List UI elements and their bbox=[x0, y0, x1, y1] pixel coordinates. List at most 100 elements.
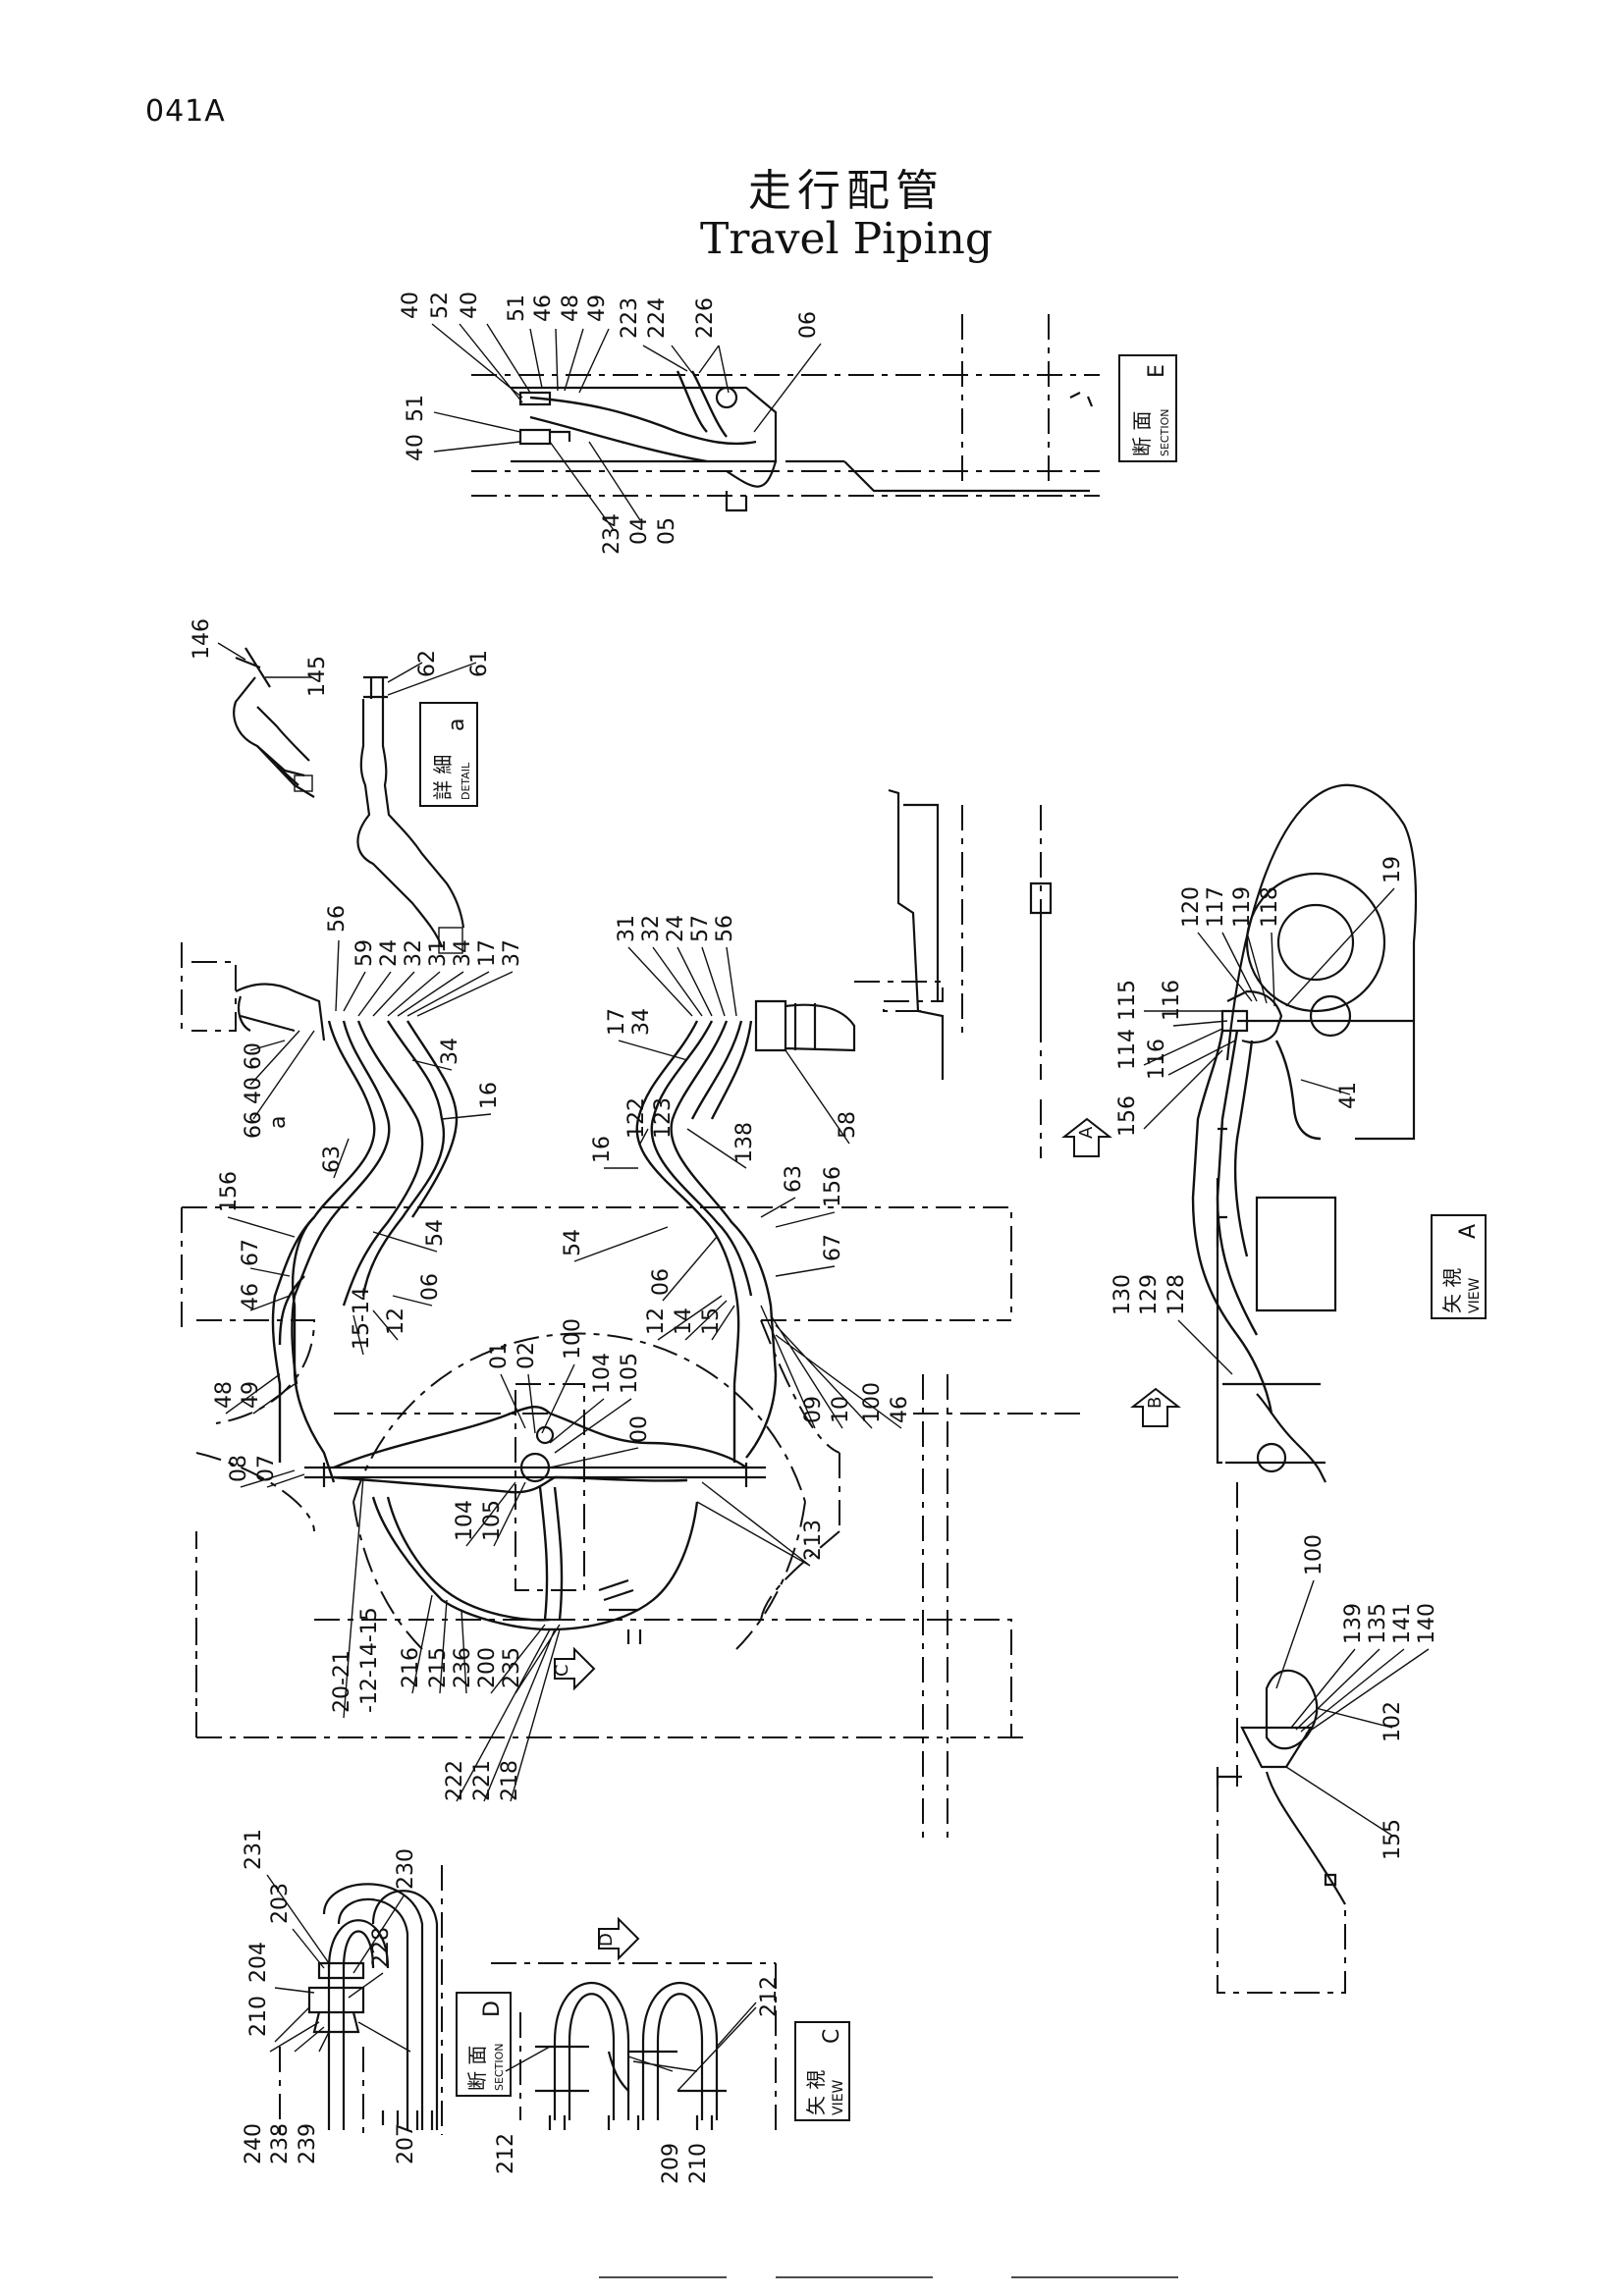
callout-label: 120 bbox=[1179, 886, 1204, 928]
detail-a-labels: 146 145 62 61 bbox=[189, 618, 492, 697]
callout-label: 51 bbox=[404, 395, 428, 422]
callout-label: 123 bbox=[651, 1097, 676, 1139]
callout-label: 56 bbox=[325, 905, 350, 933]
callout-label: 155 bbox=[1380, 1819, 1405, 1860]
callout-label: 20-21 bbox=[330, 1650, 354, 1713]
callout-label: 102 bbox=[1380, 1701, 1405, 1742]
callout-label: 16 bbox=[590, 1136, 615, 1163]
callout-label: 05 bbox=[655, 517, 679, 545]
callout-label: 17 bbox=[475, 939, 500, 967]
callout-label: 156 bbox=[821, 1166, 845, 1207]
callout-label: 08 bbox=[227, 1455, 251, 1482]
callout-label: 105 bbox=[480, 1500, 505, 1541]
callout-label: 46 bbox=[888, 1396, 912, 1423]
callout-label: 129 bbox=[1137, 1274, 1162, 1315]
view-tag-jp: 断 面 bbox=[465, 2046, 489, 2091]
callout-label: 40 bbox=[458, 292, 482, 319]
arrow-letter: D bbox=[596, 1933, 617, 1947]
callout-label: 54 bbox=[423, 1219, 448, 1247]
callout-label: 215 bbox=[426, 1647, 451, 1688]
callout-label: 238 bbox=[268, 2123, 293, 2164]
view-tag-en: VIEW bbox=[831, 2079, 846, 2115]
callout-label: 31 bbox=[426, 939, 451, 967]
callout-label: 118 bbox=[1258, 886, 1282, 928]
callout-label: 24 bbox=[377, 939, 402, 967]
callout-label: 54 bbox=[561, 1229, 585, 1256]
callout-label: 15 bbox=[699, 1308, 724, 1335]
view-arrow-b: B bbox=[1130, 1387, 1181, 1427]
callout-label: 145 bbox=[305, 656, 330, 697]
callout-label: 115 bbox=[1115, 980, 1140, 1021]
callout-label: 46 bbox=[239, 1283, 263, 1310]
callout-label: 203 bbox=[268, 1883, 293, 1924]
view-tag-jp: 詳 細 bbox=[431, 755, 455, 800]
view-c-labels: 212 212 209 210 bbox=[494, 1976, 782, 2184]
callout-label: 16 bbox=[477, 1082, 502, 1109]
view-tag-letter: A bbox=[1456, 1224, 1481, 1239]
callout-label: 116 bbox=[1160, 980, 1184, 1021]
callout-label: 140 bbox=[1415, 1603, 1439, 1644]
callout-label: 19 bbox=[1380, 856, 1405, 883]
callout-label: 213 bbox=[801, 1520, 826, 1561]
callout-label: 04 bbox=[627, 517, 652, 545]
callout-label: 138 bbox=[732, 1122, 757, 1163]
section-d-labels: 231 203 230 204 228 210 240 238 239 207 bbox=[242, 1829, 418, 2164]
callout-label: 07 bbox=[254, 1455, 279, 1482]
callout-label: 212 bbox=[757, 1976, 782, 2017]
callout-label: 221 bbox=[470, 1760, 495, 1801]
callout-label: 48 bbox=[559, 294, 583, 322]
detail-a-view bbox=[233, 647, 465, 954]
callout-label: 12 bbox=[384, 1308, 408, 1335]
callout-label: 218 bbox=[498, 1760, 522, 1801]
callout-label: 231 bbox=[242, 1829, 266, 1870]
callout-label: 226 bbox=[693, 297, 718, 339]
title-japanese: 走行配管 bbox=[748, 166, 945, 216]
callout-label: 34 bbox=[438, 1038, 462, 1065]
view-tag-jp: 矢 視 bbox=[1440, 1268, 1464, 1313]
callout-label: 207 bbox=[394, 2123, 418, 2164]
page-code: 041A bbox=[145, 94, 226, 129]
view-tag-letter: C bbox=[820, 2029, 844, 2044]
callout-label: 156 bbox=[217, 1171, 242, 1212]
callout-label: 100 bbox=[1302, 1534, 1326, 1575]
arrow-letter: B bbox=[1145, 1397, 1165, 1409]
view-arrow-d: D bbox=[596, 1916, 640, 1961]
callout-label: 02 bbox=[514, 1342, 539, 1369]
callout-label: 57 bbox=[688, 915, 713, 942]
arrow-letter: C bbox=[552, 1664, 572, 1677]
callout-label: 224 bbox=[645, 297, 670, 339]
callout-label: 119 bbox=[1230, 886, 1255, 928]
callout-label: 204 bbox=[246, 1942, 271, 1983]
section-e-tag: 断 面 SECTION E bbox=[1118, 354, 1177, 462]
section-e-view bbox=[471, 314, 1100, 512]
view-arrow-c: C bbox=[552, 1646, 596, 1691]
callout-label: -12-14-15 bbox=[357, 1607, 382, 1713]
callout-label: 209 bbox=[659, 2143, 683, 2184]
view-tag-en: VIEW bbox=[1467, 1277, 1483, 1313]
callout-label: 52 bbox=[428, 292, 453, 319]
callout-label: 67 bbox=[821, 1234, 845, 1261]
callout-label: 58 bbox=[836, 1111, 860, 1139]
view-a-tag: 矢 視 VIEW A bbox=[1431, 1214, 1487, 1319]
callout-label: 228 bbox=[369, 1927, 394, 1968]
section-d-view bbox=[279, 1865, 443, 2140]
callout-label: 24 bbox=[664, 915, 688, 942]
detail-a-tag: 詳 細 DETAIL a bbox=[419, 702, 478, 807]
callout-label: 130 bbox=[1110, 1274, 1135, 1315]
section-d-tag: 断 面 SECTION D bbox=[456, 1992, 512, 2097]
view-c-leaders bbox=[505, 2002, 757, 2092]
callout-label: 100 bbox=[860, 1382, 885, 1423]
callout-label: 34 bbox=[451, 939, 475, 967]
callout-label: 56 bbox=[713, 915, 737, 942]
callout-label: 210 bbox=[246, 1996, 271, 2037]
view-c-tag: 矢 視 VIEW C bbox=[794, 2021, 850, 2121]
callout-label: 37 bbox=[500, 939, 524, 967]
callout-label: 59 bbox=[352, 939, 377, 967]
callout-label: 62 bbox=[415, 650, 440, 677]
callout-label: 234 bbox=[600, 513, 624, 555]
callout-label: 49 bbox=[585, 294, 610, 322]
callout-label: 01 bbox=[487, 1342, 512, 1369]
callout-label: 15-14 bbox=[350, 1287, 374, 1350]
callout-label: 06 bbox=[649, 1268, 674, 1296]
callout-label: 139 bbox=[1341, 1603, 1366, 1644]
